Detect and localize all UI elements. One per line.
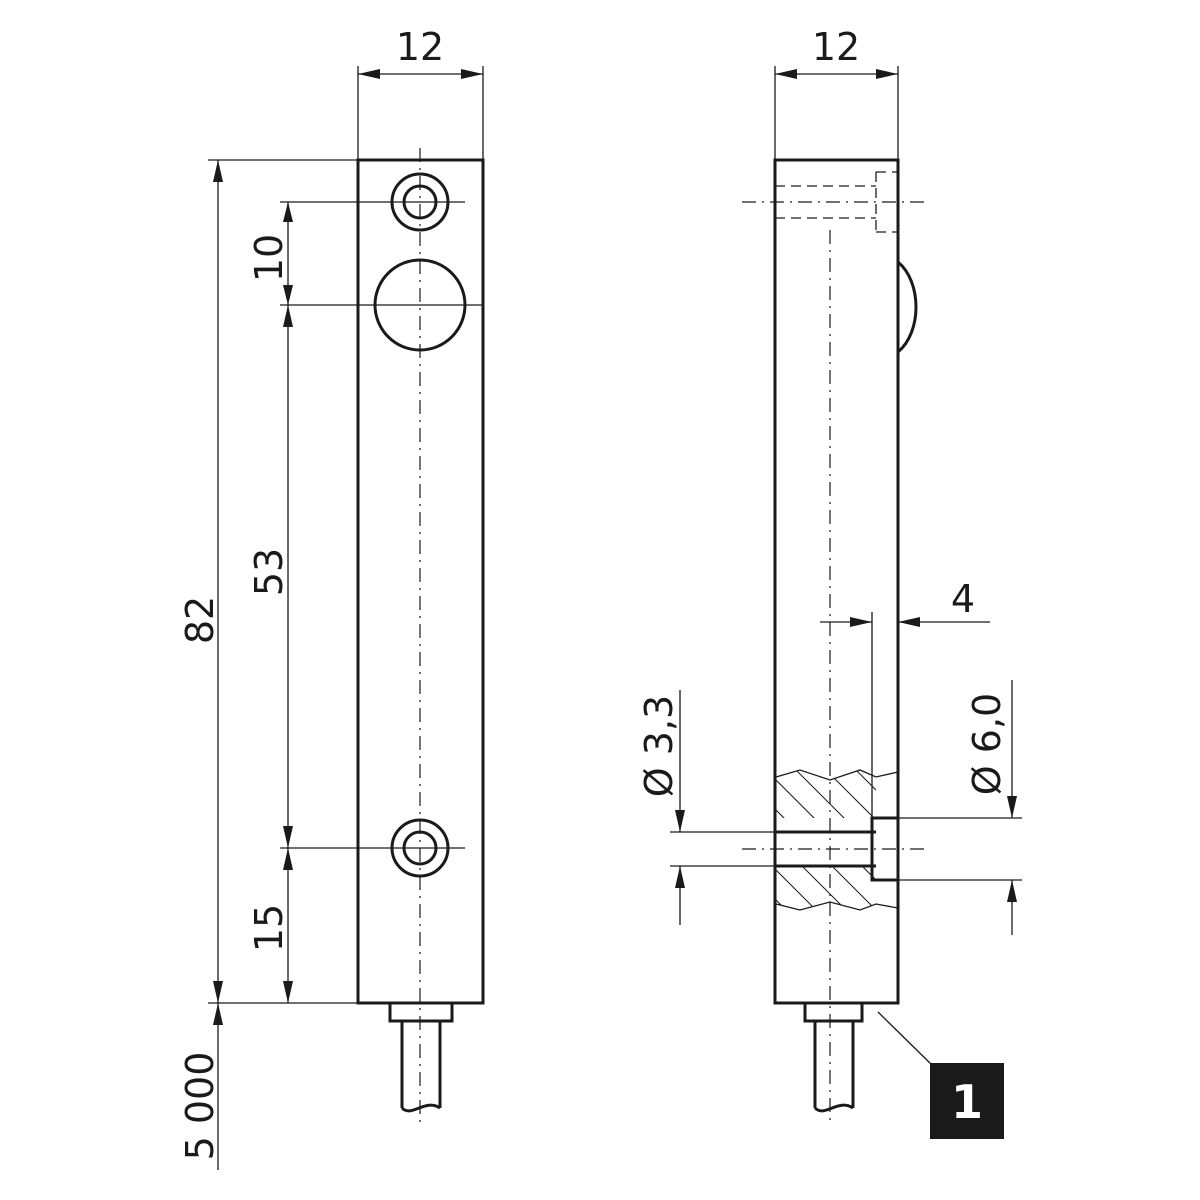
counterbore-depth-label: 4 <box>951 577 975 621</box>
bottom-offset-dimension: 15 <box>247 848 293 1003</box>
hole-spacing-label: 53 <box>247 548 291 596</box>
side-cable <box>803 1001 864 1113</box>
top-offset-dimension: 10 <box>247 202 293 305</box>
sensing-face-bulge <box>896 260 918 354</box>
overall-length-dimension: 82 <box>178 160 223 1003</box>
callout-badge <box>930 1063 1004 1139</box>
callout-label: 1 <box>951 1075 983 1129</box>
section-break-top <box>775 769 899 781</box>
hole-diameter-label: Ø 3,3 <box>637 695 681 797</box>
hole-spacing-dimension: 53 <box>247 305 293 848</box>
hidden-top-hole <box>742 171 930 233</box>
overall-length-label: 82 <box>178 596 222 644</box>
side-width-dimension: 12 <box>775 25 898 79</box>
side-view: 12 4 Ø 3,3 Ø 6,0 <box>637 25 1022 1139</box>
callout-1: 1 <box>877 1011 1004 1139</box>
front-width-dimension: 12 <box>358 25 483 79</box>
sensor-body-side <box>773 158 900 1005</box>
hole-diameter-dimension: Ø 3,3 <box>637 690 685 925</box>
front-width-label: 12 <box>396 25 444 69</box>
bottom-offset-label: 15 <box>247 904 291 952</box>
counterbore-diameter-label: Ø 6,0 <box>965 693 1009 795</box>
counterbore-diameter-dimension: Ø 6,0 <box>965 680 1017 935</box>
front-view: 12 82 10 53 15 <box>178 25 485 1170</box>
cable-length-label: 5 000 <box>178 1052 222 1161</box>
front-cable <box>388 1001 454 1113</box>
cable-length-dimension: 5 000 <box>178 1003 223 1170</box>
counterbore-depth-dimension: 4 <box>820 577 990 627</box>
side-width-label: 12 <box>812 25 860 69</box>
section-break-bottom <box>775 901 899 911</box>
top-offset-label: 10 <box>247 234 291 282</box>
